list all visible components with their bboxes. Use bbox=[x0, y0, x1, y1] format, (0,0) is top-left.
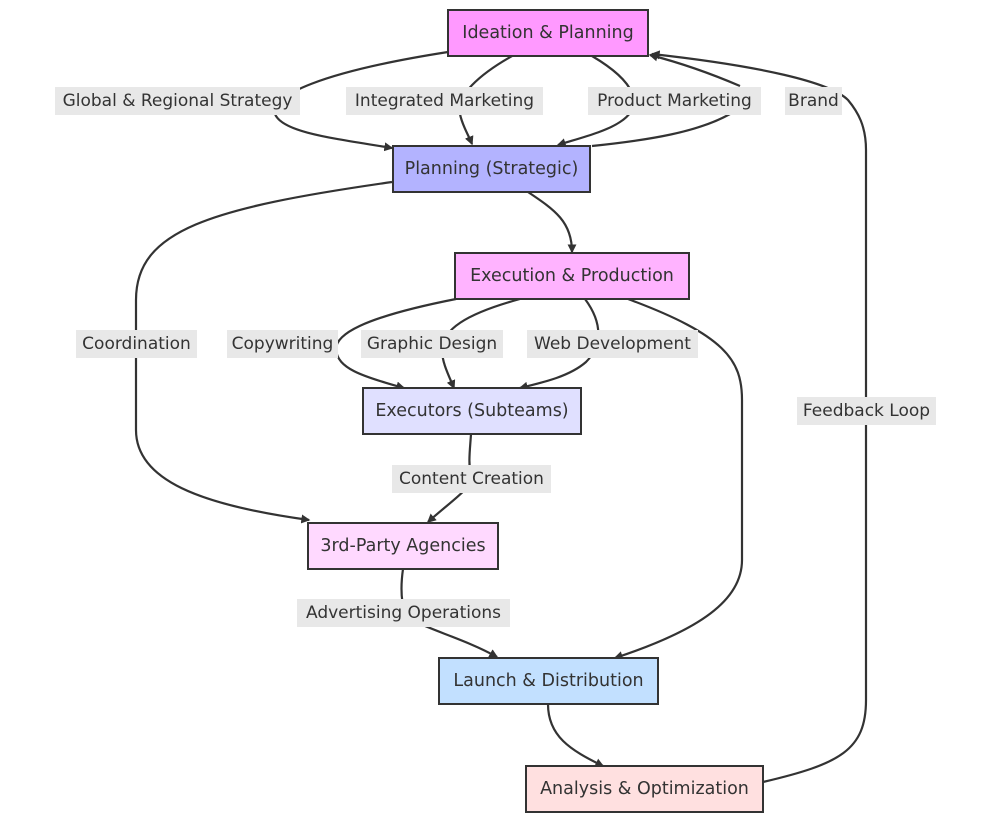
node-planning-strategic[interactable]: Planning (Strategic) bbox=[392, 145, 591, 193]
svg-text:Product Marketing: Product Marketing bbox=[597, 91, 752, 111]
svg-text:Graphic Design: Graphic Design bbox=[367, 334, 497, 354]
edge-launch-to-analysis bbox=[546, 703, 605, 767]
svg-text:Web Development: Web Development bbox=[534, 334, 691, 354]
node-executors-subteams[interactable]: Executors (Subteams) bbox=[362, 387, 582, 435]
label-coordination: Coordination bbox=[76, 330, 197, 358]
label-content-creation: Content Creation bbox=[392, 465, 551, 493]
svg-text:3rd-Party Agencies: 3rd-Party Agencies bbox=[320, 536, 485, 556]
svg-text:Ideation & Planning: Ideation & Planning bbox=[462, 23, 633, 43]
edge-labels: Global & Regional Strategy Integrated Ma… bbox=[55, 87, 936, 627]
edge-coordination bbox=[134, 180, 393, 524]
svg-text:Execution & Production: Execution & Production bbox=[470, 266, 674, 286]
label-graphic-design: Graphic Design bbox=[361, 330, 503, 358]
svg-text:Coordination: Coordination bbox=[82, 334, 191, 354]
svg-text:Brand: Brand bbox=[788, 91, 839, 111]
label-global-regional: Global & Regional Strategy bbox=[55, 87, 300, 115]
svg-text:Launch & Distribution: Launch & Distribution bbox=[453, 671, 643, 691]
label-brand: Brand bbox=[785, 87, 842, 115]
node-analysis-optimization[interactable]: Analysis & Optimization bbox=[525, 765, 764, 813]
svg-text:Content Creation: Content Creation bbox=[399, 469, 544, 489]
label-product-marketing: Product Marketing bbox=[588, 87, 761, 115]
svg-text:Analysis & Optimization: Analysis & Optimization bbox=[540, 779, 749, 799]
svg-text:Global & Regional Strategy: Global & Regional Strategy bbox=[63, 91, 293, 111]
edge-brand bbox=[591, 55, 741, 148]
svg-text:Feedback Loop: Feedback Loop bbox=[803, 401, 930, 421]
edge-feedback-loop bbox=[650, 50, 868, 784]
label-copywriting: Copywriting bbox=[227, 330, 338, 358]
label-feedback-loop: Feedback Loop bbox=[797, 397, 936, 425]
node-launch-distribution[interactable]: Launch & Distribution bbox=[438, 657, 659, 705]
label-advertising-operations: Advertising Operations bbox=[297, 599, 510, 627]
svg-text:Planning (Strategic): Planning (Strategic) bbox=[405, 159, 579, 179]
svg-text:Executors (Subteams): Executors (Subteams) bbox=[375, 401, 568, 421]
svg-text:Copywriting: Copywriting bbox=[232, 334, 334, 354]
node-third-party-agencies[interactable]: 3rd-Party Agencies bbox=[307, 522, 499, 570]
node-execution-production[interactable]: Execution & Production bbox=[454, 252, 690, 300]
label-web-development: Web Development bbox=[527, 330, 698, 358]
label-integrated-marketing: Integrated Marketing bbox=[346, 87, 543, 115]
edge-web-development bbox=[518, 298, 600, 391]
svg-text:Advertising Operations: Advertising Operations bbox=[306, 603, 501, 623]
nodes: Ideation & Planning Planning (Strategic)… bbox=[307, 9, 764, 813]
node-ideation-planning[interactable]: Ideation & Planning bbox=[447, 9, 649, 57]
edge-product-marketing bbox=[556, 55, 635, 147]
svg-text:Integrated Marketing: Integrated Marketing bbox=[355, 91, 534, 111]
edge-planning-to-execution bbox=[527, 191, 577, 254]
edge-execution-to-launch bbox=[613, 297, 744, 660]
